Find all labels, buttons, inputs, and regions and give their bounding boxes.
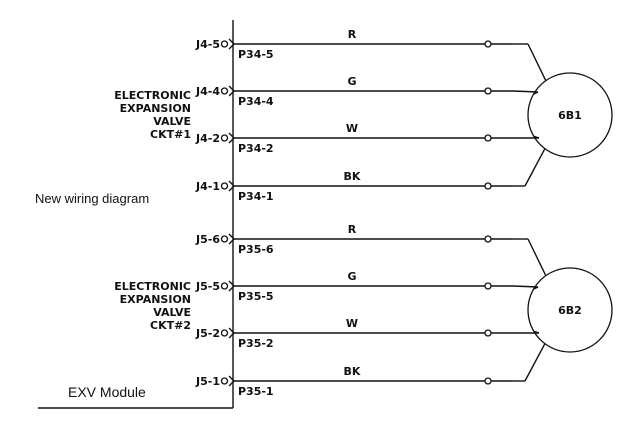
circuit-2-wire-1-jack-label: J5-6 [195, 233, 220, 246]
circuit-2-wire-1-plug-label: P35-6 [238, 243, 274, 256]
circuit-1-wire-4-color-label: BK [344, 170, 361, 183]
circuit-2-wire-3-jack-label: J5-2 [195, 327, 220, 340]
motor-6b2-circle [527, 267, 613, 353]
circuit-2-wire-1-splice-terminal [484, 235, 492, 243]
circuit-2-title-line-2: EXPANSION [120, 293, 191, 306]
circuit-1-wire-2-color-label: G [347, 75, 356, 88]
circuit-1-wire-2-to-motor [512, 90, 539, 93]
circuit-1-wire-2-jack-label: J4-4 [195, 85, 220, 98]
circuit-2-wire-4-plug-label: P35-1 [238, 385, 274, 398]
circuit-1-wire-2-jack-terminal [220, 87, 229, 95]
circuit-1-wire-1-jack-label: J4-5 [195, 38, 220, 51]
circuit-2-wire-2-splice-terminal [484, 282, 492, 290]
exv-module-label: EXV Module [68, 384, 146, 400]
motor-6b1-label: 6B1 [558, 109, 582, 122]
circuit-1-wire-4-plug-label: P34-1 [238, 190, 274, 203]
motor-6b1: 6B1 [527, 72, 613, 158]
circuit-2-wire-4-motor-lead [524, 343, 546, 382]
circuit-1-wire-1-color-label: R [348, 28, 357, 41]
circuit-1-title-line-1: ELECTRONIC [114, 89, 191, 102]
circuit-1-title-line-2: EXPANSION [120, 102, 191, 115]
circuit-2-wire-3-plug-label: P35-2 [238, 337, 274, 350]
circuit-1-wire-1-motor-lead [527, 43, 547, 81]
motor-6b1-circle [527, 72, 613, 158]
circuit-2-wire-4-color-label: BK [344, 365, 361, 378]
circuit-1-wire-4-jack-label: J4-1 [195, 180, 220, 193]
circuit-1-wire-1-plug-label: P34-5 [238, 48, 274, 61]
circuit-1-wire-3-motor-lead [533, 135, 540, 139]
circuit-2-wire-4-jack-label: J5-1 [195, 375, 220, 388]
circuit-1-wire-2-splice-terminal [484, 87, 492, 95]
circuit-1-wire-4-splice-terminal [484, 182, 492, 190]
motor-6b2-label: 6B2 [558, 304, 582, 317]
circuit-1-wire-4-jack-terminal [220, 182, 229, 190]
circuit-1-title-line-3: VALVE [153, 115, 191, 128]
circuit-2-wire-3-jack-terminal [220, 329, 229, 337]
circuit-1-wire-3-plug-label: P34-2 [238, 142, 274, 155]
circuit-1-wire-3-jack-label: J4-2 [195, 132, 220, 145]
circuit-2-wire-2-jack-label: J5-5 [195, 280, 220, 293]
circuit-2-wire-1-jack-terminal [220, 235, 229, 243]
circuit-2-wire-3-motor-lead [533, 330, 540, 334]
new-wiring-label: New wiring diagram [35, 191, 149, 206]
circuit-1-wire-1-splice-terminal [484, 40, 492, 48]
circuit-2-wire-2-plug-label: P35-5 [238, 290, 274, 303]
circuit-2-wire-2-to-motor [512, 285, 539, 288]
circuit-2-wire-1-motor-lead [527, 238, 547, 276]
motor-6b2: 6B2 [527, 267, 613, 353]
circuit-2-wire-2-color-label: G [347, 270, 356, 283]
circuit-1-title-line-4: CKT#1 [150, 128, 191, 141]
circuit-2-wire-4-splice-terminal [484, 377, 492, 385]
circuit-1-wire-2-plug-label: P34-4 [238, 95, 274, 108]
circuit-2-title-line-3: VALVE [153, 306, 191, 319]
circuit-2-wire-3-splice-terminal [484, 329, 492, 337]
circuit-2-wire-1-color-label: R [348, 223, 357, 236]
circuit-1-wire-4-motor-lead [524, 148, 546, 187]
circuit-1-title: ELECTRONIC EXPANSION VALVE CKT#1 [114, 89, 191, 141]
circuit-2-title-line-4: CKT#2 [150, 319, 191, 332]
circuit-2-wire-2-motor-lead [533, 286, 539, 290]
circuit-1-wire-3-color-label: W [346, 122, 358, 135]
circuit-2-wire-3-color-label: W [346, 317, 358, 330]
circuit-2-title-line-1: ELECTRONIC [114, 280, 191, 293]
circuit-2-title: ELECTRONIC EXPANSION VALVE CKT#2 [114, 280, 191, 332]
circuit-2-wire-4-jack-terminal [220, 377, 229, 385]
circuit-1-wire-1-jack-terminal [220, 40, 229, 48]
circuit-1-wire-3-splice-terminal [484, 134, 492, 142]
circuit-1-wire-2-motor-lead [533, 91, 539, 95]
circuit-1-wire-3-jack-terminal [220, 134, 229, 142]
circuit-2-wire-2-jack-terminal [220, 282, 229, 290]
